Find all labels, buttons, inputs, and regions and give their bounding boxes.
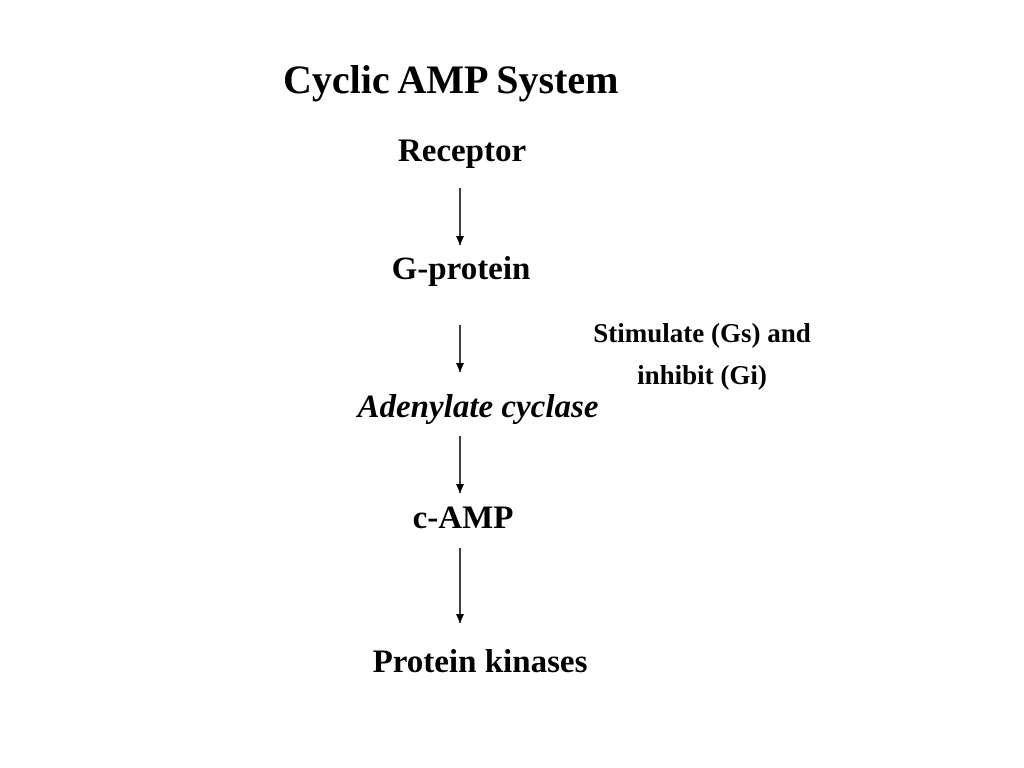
diagram-title: Cyclic AMP System xyxy=(283,57,619,102)
node-protein-kinases: Protein kinases xyxy=(372,644,588,680)
node-g-protein: G-protein xyxy=(391,251,531,287)
g-protein-annotation: Stimulate (Gs) and inhibit (Gi) xyxy=(542,312,862,396)
node-adenylate-cyclase: Adenylate cyclase xyxy=(357,389,599,425)
node-receptor: Receptor xyxy=(397,133,527,169)
annotation-line-2: inhibit (Gi) xyxy=(637,360,767,390)
node-camp: c-AMP xyxy=(412,500,514,536)
annotation-line-1: Stimulate (Gs) and xyxy=(593,318,811,348)
